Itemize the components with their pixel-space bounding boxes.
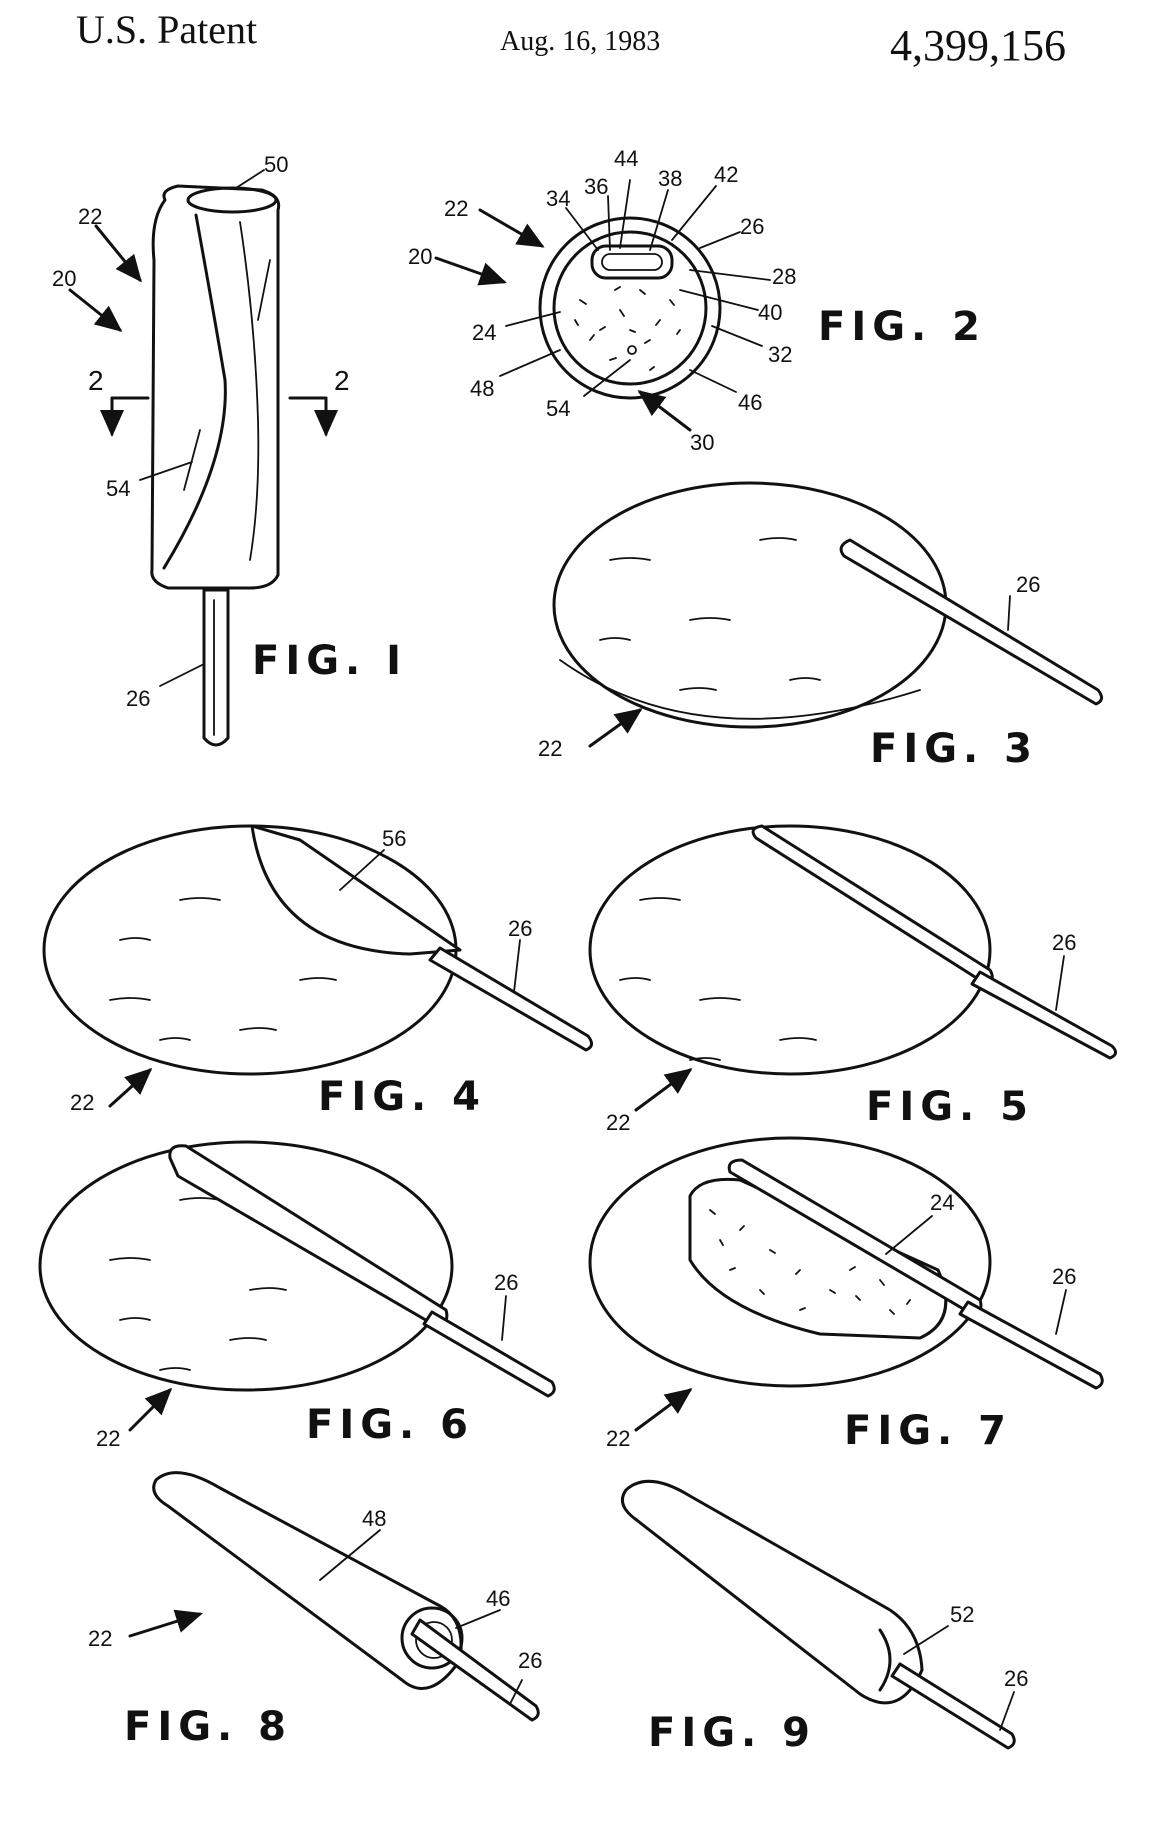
fig1-ref-2-left: 2 — [88, 365, 104, 396]
fig1-wrapped-roll — [150, 184, 281, 590]
figure-9: 52 26 FIG. 9 — [620, 1479, 1028, 1756]
fig4-ref-56: 56 — [382, 826, 406, 851]
figure-6: 26 22 FIG. 6 — [38, 1140, 556, 1451]
figure-8: 48 46 22 26 FIG. 8 — [88, 1471, 542, 1750]
fig1-stick — [202, 588, 230, 747]
fig5-label: FIG. 5 — [866, 1084, 1034, 1130]
fig6-tortilla — [38, 1140, 454, 1392]
fig6-stick — [422, 1310, 556, 1398]
figure-3: 26 22 FIG. 3 — [538, 481, 1103, 772]
fig2-ref-48: 48 — [470, 376, 494, 401]
fig4-ref-22: 22 — [70, 1090, 94, 1115]
fig1-ref-20: 20 — [52, 266, 76, 291]
fig2-leaders — [434, 179, 771, 432]
fig5-ref-26: 26 — [1052, 930, 1076, 955]
figure-7: 24 26 22 FIG. 7 — [588, 1136, 1104, 1454]
fig1-leaders — [68, 169, 265, 687]
fig1-label: FIG. I — [252, 638, 407, 684]
fig3-stick — [839, 538, 1103, 706]
fig4-ref-26: 26 — [508, 916, 532, 941]
fig2-cross-section — [538, 216, 722, 400]
fig2-ref-28: 28 — [772, 264, 796, 289]
fig3-ref-22: 22 — [538, 736, 562, 761]
fig1-ref-22: 22 — [78, 204, 102, 229]
fig4-stick — [428, 946, 593, 1052]
fig2-ref-30: 30 — [690, 430, 714, 455]
fig2-ref-38: 38 — [658, 166, 682, 191]
header-date: Aug. 16, 1983 — [500, 26, 661, 57]
fig8-ref-46: 46 — [486, 1586, 510, 1611]
fig2-ref-54: 54 — [546, 396, 570, 421]
fig2-ref-22: 22 — [444, 196, 468, 221]
fig2-ref-20: 20 — [408, 244, 432, 269]
fig7-ref-26: 26 — [1052, 1264, 1076, 1289]
fig9-ref-26: 26 — [1004, 1666, 1028, 1691]
fig2-ref-26: 26 — [740, 214, 764, 239]
fig5-stick — [970, 970, 1117, 1060]
fig2-ref-42: 42 — [714, 162, 738, 187]
fig1-ref-54: 54 — [106, 476, 130, 501]
fig6-label: FIG. 6 — [306, 1402, 474, 1448]
header-patent-number: 4,399,156 — [890, 21, 1066, 70]
fig2-ref-32: 32 — [768, 342, 792, 367]
fig8-rolled-tortilla — [152, 1471, 463, 1690]
fig1-ref-26: 26 — [126, 686, 150, 711]
fig2-label: FIG. 2 — [818, 304, 986, 350]
fig2-ref-40: 40 — [758, 300, 782, 325]
figure-4: 56 26 22 FIG. 4 — [42, 824, 593, 1120]
fig9-stick — [890, 1662, 1016, 1750]
fig1-section-lines — [100, 396, 338, 437]
fig5-tortilla — [588, 824, 992, 1076]
fig7-label: FIG. 7 — [844, 1408, 1012, 1454]
fig2-ref-44: 44 — [614, 146, 638, 171]
fig8-ref-22: 22 — [88, 1626, 112, 1651]
fig3-ref-26: 26 — [1016, 572, 1040, 597]
fig4-folded-flap — [250, 824, 462, 956]
fig4-label: FIG. 4 — [318, 1074, 486, 1120]
figure-2: 44 36 38 42 34 22 26 20 28 40 24 32 48 4… — [408, 146, 986, 455]
fig2-ref-34: 34 — [546, 186, 570, 211]
fig7-stick — [958, 1300, 1104, 1390]
fig1-ref-2-right: 2 — [334, 365, 350, 396]
fig2-ref-46: 46 — [738, 390, 762, 415]
figure-1: 50 22 20 2 2 54 26 FIG. I — [52, 152, 407, 747]
fig2-ref-36: 36 — [584, 174, 608, 199]
fig8-label: FIG. 8 — [124, 1704, 292, 1750]
fig6-ref-22: 22 — [96, 1426, 120, 1451]
fig9-label: FIG. 9 — [648, 1710, 816, 1756]
fig9-sealed-roll — [620, 1479, 924, 1705]
fig3-label: FIG. 3 — [870, 726, 1038, 772]
fig8-ref-26: 26 — [518, 1648, 542, 1673]
header-patent-label: U.S. Patent — [76, 7, 258, 52]
figure-5: 26 22 FIG. 5 — [588, 824, 1117, 1135]
fig9-ref-52: 52 — [950, 1602, 974, 1627]
fig1-ref-50: 50 — [264, 152, 288, 177]
fig2-ref-24: 24 — [472, 320, 496, 345]
fig6-ref-26: 26 — [494, 1270, 518, 1295]
fig7-ref-24: 24 — [930, 1190, 954, 1215]
fig7-ref-22: 22 — [606, 1426, 630, 1451]
fig7-filling — [688, 1177, 948, 1340]
fig8-stick — [410, 1618, 540, 1722]
fig8-ref-48: 48 — [362, 1506, 386, 1531]
fig5-ref-22: 22 — [606, 1110, 630, 1135]
